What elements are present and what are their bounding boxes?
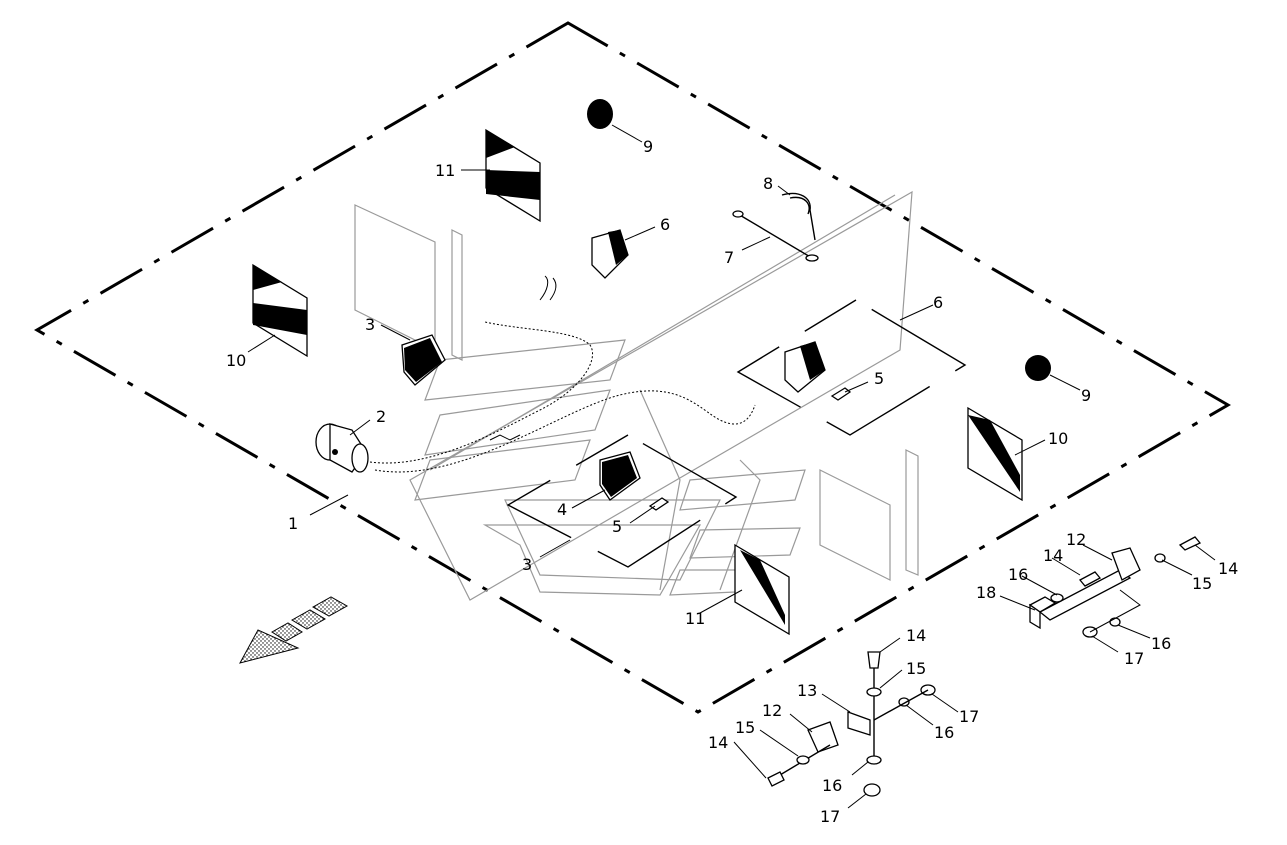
hardware-group-bottom (767, 651, 936, 797)
callout-4: 4 (557, 500, 567, 519)
callout-15-b: 15 (906, 659, 926, 678)
callout-17-a: 17 (1124, 649, 1144, 668)
callout-12-bottom: 12 (762, 701, 782, 720)
callout-9-right: 9 (1081, 386, 1091, 405)
callout-2: 2 (376, 407, 386, 426)
callout-3-left: 3 (365, 315, 375, 334)
callout-16-a: 16 (1008, 565, 1028, 584)
callout-15-a: 15 (1192, 574, 1212, 593)
callout-14-d: 14 (708, 733, 728, 752)
warning-plate-11-bottom (734, 543, 790, 636)
callout-16-c: 16 (934, 723, 954, 742)
callout-15-c: 15 (735, 718, 755, 737)
callout-16-b: 16 (1151, 634, 1171, 653)
reflector-9-top (587, 99, 613, 129)
callout-12-right: 12 (1066, 530, 1086, 549)
marker-lamp-6-top (591, 229, 629, 279)
callout-1: 1 (288, 514, 298, 533)
callout-13: 13 (797, 681, 817, 700)
pin-5-center (648, 497, 670, 511)
callout-10-right: 10 (1048, 429, 1068, 448)
callout-8: 8 (763, 174, 773, 193)
callout-3-bottom: 3 (522, 555, 532, 574)
stippled-arrow-icon (239, 596, 349, 664)
reflector-9-right (1025, 355, 1051, 381)
marker-lamp-6-right (784, 341, 826, 393)
callout-labels: 1 2 3 3 4 5 5 6 6 7 8 9 9 10 10 11 11 12… (226, 137, 1238, 826)
rear-lamp-3-left (401, 334, 446, 386)
callout-5-center: 5 (612, 517, 622, 536)
warning-plate-11-top (485, 128, 541, 223)
assembly-outline (34, 21, 1231, 714)
callout-7: 7 (724, 248, 734, 267)
callout-5-right: 5 (874, 369, 884, 388)
bracket-outline-right (736, 299, 967, 436)
callout-14-b: 14 (1218, 559, 1238, 578)
callout-11-bottom: 11 (685, 609, 705, 628)
warning-plate-10-left (252, 263, 308, 358)
callout-11-top: 11 (435, 161, 455, 180)
callout-18: 18 (976, 583, 996, 602)
wiring-harness (369, 275, 756, 473)
callout-14-a: 14 (1043, 546, 1063, 565)
pin-5-right (830, 387, 852, 401)
leader-lines (247, 124, 1216, 809)
warning-plate-10-right (967, 406, 1023, 502)
bracket-outline-center (506, 434, 738, 568)
vehicle-frame-ghost (354, 190, 919, 601)
callout-17-c: 17 (820, 807, 840, 826)
callout-6-right: 6 (933, 293, 943, 312)
callout-6-top: 6 (660, 215, 670, 234)
cable-tie-7 (732, 210, 819, 262)
callout-9-top: 9 (643, 137, 653, 156)
callout-14-c: 14 (906, 626, 926, 645)
split-pin-8 (781, 192, 816, 241)
connector-socket-2 (315, 423, 369, 473)
callout-10-left: 10 (226, 351, 246, 370)
hardware-group-right (1028, 536, 1202, 638)
rear-lamp-4 (599, 451, 641, 501)
callout-17-b: 17 (959, 707, 979, 726)
callout-16-d: 16 (822, 776, 842, 795)
